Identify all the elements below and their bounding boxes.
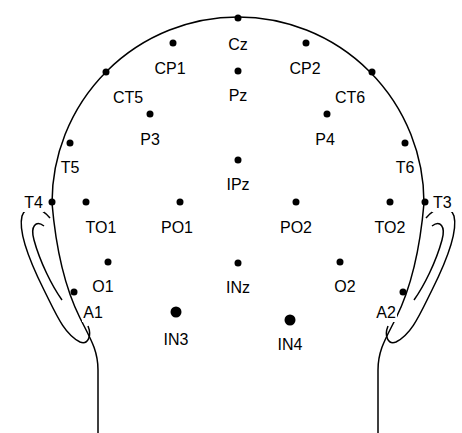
electrode-dot [387, 199, 394, 206]
electrode-label: IPz [225, 176, 250, 194]
electrode-label: PO1 [160, 219, 194, 237]
electrode-dot [171, 307, 182, 318]
electrode-dot [83, 199, 90, 206]
electrode-label: CT6 [334, 89, 366, 107]
scalp-arc [52, 17, 424, 203]
electrode-dot [402, 140, 409, 147]
electrode-dot [170, 40, 177, 47]
electrode-dot [49, 199, 56, 206]
head-shape [21, 17, 455, 433]
electrode-label: A2 [375, 304, 397, 322]
electrode-dot [67, 140, 74, 147]
electrode-dot [337, 259, 344, 266]
electrode-dot [285, 315, 296, 326]
electrode-dot [235, 260, 242, 267]
electrode-label: CT5 [112, 89, 144, 107]
electrode-label: PO2 [279, 219, 313, 237]
electrode-label: INz [225, 279, 251, 297]
electrode-label: TO2 [374, 219, 407, 237]
left-ear [21, 208, 89, 343]
electrode-label: P4 [314, 131, 336, 149]
electrode-dot [147, 111, 154, 118]
electrode-label: T5 [60, 159, 81, 177]
left-ear-inner [33, 224, 62, 300]
electrode-label: Cz [227, 36, 249, 54]
electrode-dots [49, 15, 429, 326]
electrode-dot [103, 69, 110, 76]
electrode-dot [235, 15, 242, 22]
electrode-label: TO1 [85, 219, 118, 237]
electrode-label: A1 [82, 304, 104, 322]
electrode-label: T4 [23, 194, 44, 212]
electrode-label: T3 [432, 194, 453, 212]
electrode-dot [293, 199, 300, 206]
electrode-dot [235, 157, 242, 164]
electrode-label: O2 [333, 278, 356, 296]
electrode-dot [177, 199, 184, 206]
electrode-label: T6 [395, 159, 416, 177]
electrode-label: O1 [91, 278, 114, 296]
right-ear-inner [414, 224, 443, 300]
electrode-label: Pz [228, 87, 249, 105]
electrode-label: IN3 [163, 331, 190, 349]
electrode-dot [303, 40, 310, 47]
electrode-label: IN4 [277, 336, 304, 354]
electrode-dot [71, 289, 78, 296]
electrode-label: P3 [139, 131, 161, 149]
electrode-label: CP2 [288, 60, 321, 78]
electrode-dot [369, 69, 376, 76]
electrode-dot [235, 68, 242, 75]
electrode-dot [324, 111, 331, 118]
electrode-dot [400, 289, 407, 296]
electrode-dot [105, 259, 112, 266]
electrode-label: CP1 [153, 60, 186, 78]
electrode-dot [422, 199, 429, 206]
